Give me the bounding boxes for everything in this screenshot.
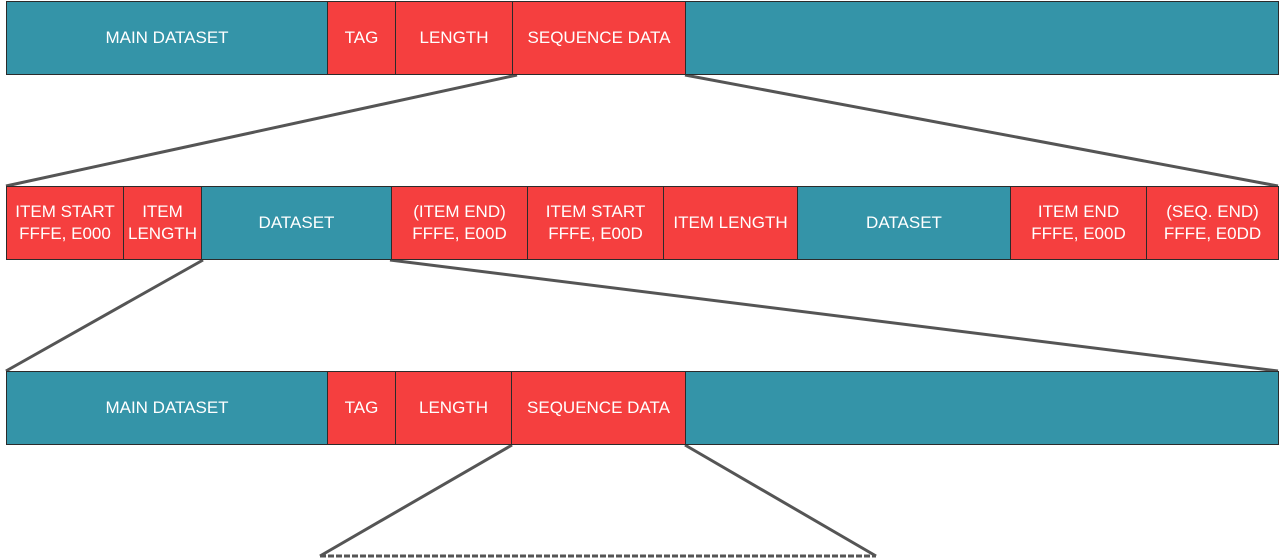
item-start-block-2: ITEM START FFFE, E00D: [527, 186, 664, 260]
outer-dataset-row: MAIN DATASET TAG LENGTH SEQUENCE DATA: [0, 1, 1280, 75]
item-end-block-1: (ITEM END) FFFE, E00D: [391, 186, 528, 260]
sequence-items-row: ITEM START FFFE, E000 ITEM LENGTH DATASE…: [0, 186, 1280, 260]
item-start-2-line2: FFFE, E00D: [548, 224, 643, 243]
main-dataset-label: MAIN DATASET: [105, 28, 229, 47]
dataset-2-label: DATASET: [866, 213, 942, 232]
connector-row1-right: [684, 73, 1279, 188]
main-dataset-block-nested: MAIN DATASET: [6, 371, 328, 445]
dataset-block-1: DATASET: [201, 186, 392, 260]
sequence-data-label: SEQUENCE DATA: [527, 28, 671, 47]
seq-end-line1: (SEQ. END): [1166, 202, 1259, 221]
tag-block: TAG: [327, 1, 396, 75]
sequence-data-nested-label: SEQUENCE DATA: [527, 398, 670, 417]
tag-label: TAG: [344, 28, 379, 47]
item-start-block-1: ITEM START FFFE, E000: [6, 186, 124, 260]
length-block-nested: LENGTH: [395, 371, 512, 445]
connector-row3-left: [319, 443, 513, 558]
item-end-block-2: ITEM END FFFE, E00D: [1010, 186, 1147, 260]
length-block: LENGTH: [395, 1, 513, 75]
item-end-1-line2: FFFE, E00D: [412, 224, 507, 243]
item-length-2-label: ITEM LENGTH: [673, 213, 788, 232]
item-length-block-2: ITEM LENGTH: [663, 186, 798, 260]
tag-block-nested: TAG: [327, 371, 396, 445]
connector-row3-right: [684, 443, 877, 558]
dataset-block-2: DATASET: [797, 186, 1011, 260]
length-label: LENGTH: [419, 28, 489, 47]
seq-end-line2: FFFE, E0DD: [1163, 224, 1262, 243]
main-dataset-block: MAIN DATASET: [6, 1, 328, 75]
length-nested-label: LENGTH: [419, 398, 488, 417]
item-length-1-line1: ITEM: [142, 202, 183, 221]
tag-nested-label: TAG: [344, 398, 379, 417]
main-dataset-remainder: [685, 1, 1279, 75]
connector-row2-left: [5, 258, 204, 373]
item-end-1-line1: (ITEM END): [413, 202, 506, 221]
item-end-2-line2: FFFE, E00D: [1031, 224, 1126, 243]
connector-row1-left: [5, 73, 518, 188]
nested-dataset-row: MAIN DATASET TAG LENGTH SEQUENCE DATA: [0, 371, 1280, 445]
dataset-1-label: DATASET: [258, 213, 335, 232]
seq-end-block: (SEQ. END) FFFE, E0DD: [1146, 186, 1279, 260]
item-start-1-line2: FFFE, E000: [19, 224, 111, 243]
item-length-block-1: ITEM LENGTH: [123, 186, 202, 260]
item-start-1-line1: ITEM START: [15, 202, 115, 221]
item-length-1-line2: LENGTH: [128, 224, 197, 243]
sequence-data-block: SEQUENCE DATA: [512, 1, 686, 75]
main-dataset-nested-label: MAIN DATASET: [105, 398, 229, 417]
item-end-2-line1: ITEM END: [1037, 202, 1120, 221]
main-dataset-remainder-nested: [685, 371, 1279, 445]
sequence-data-block-nested: SEQUENCE DATA: [511, 371, 686, 445]
connector-row2-right: [389, 258, 1279, 373]
item-start-2-line1: ITEM START: [545, 202, 646, 221]
